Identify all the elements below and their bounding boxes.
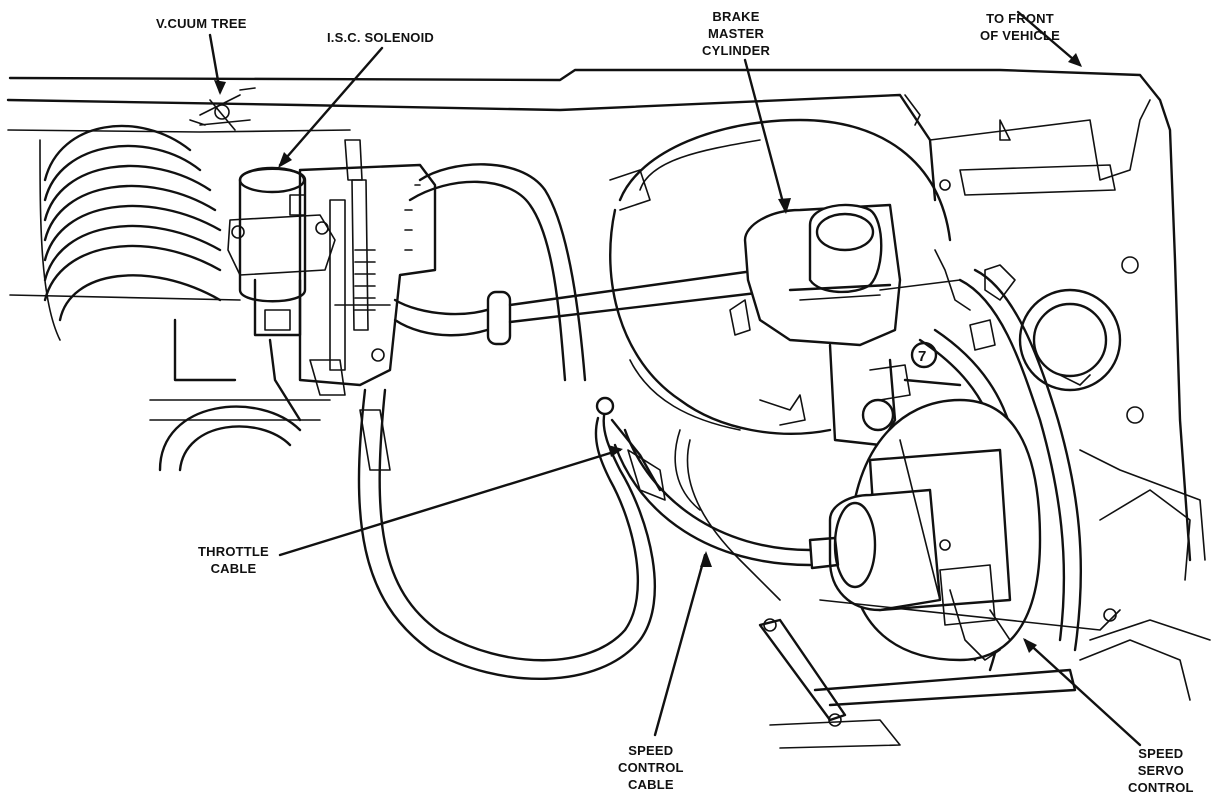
label-throttle-cable: THROTTLE CABLE [198,544,269,576]
speed-servo-part [808,398,1042,662]
label-speed-servo-control: SPEED SERVO CONTROL [1128,746,1194,795]
label-vacuum-tree: V.CUUM TREE [156,16,247,31]
label-speed-control-cable: SPEED CONTROL CABLE [618,743,684,792]
callout-number-7: 7 [918,348,926,365]
intake-runners [39,124,331,472]
label-isc-solenoid: I.S.C. SOLENOID [327,30,435,45]
label-to-front-of-vehicle: TO FRONT OF VEHICLE [980,11,1061,43]
brake-booster-part [609,118,952,601]
throttle-cable-part [357,388,666,680]
firewall-outline [6,68,1211,701]
leader-arrowheads [214,53,1082,653]
firewall-port [1018,288,1122,392]
leader-lines [208,10,1142,747]
throttle-bracket [298,139,437,471]
master-cylinder-part: 7 [729,203,962,447]
vacuum-tree-part [189,87,256,131]
servo-bracket [758,599,1121,749]
label-brake-master-cylinder: BRAKE MASTER CYLINDER [702,9,771,58]
upper-cable-part [9,163,767,382]
